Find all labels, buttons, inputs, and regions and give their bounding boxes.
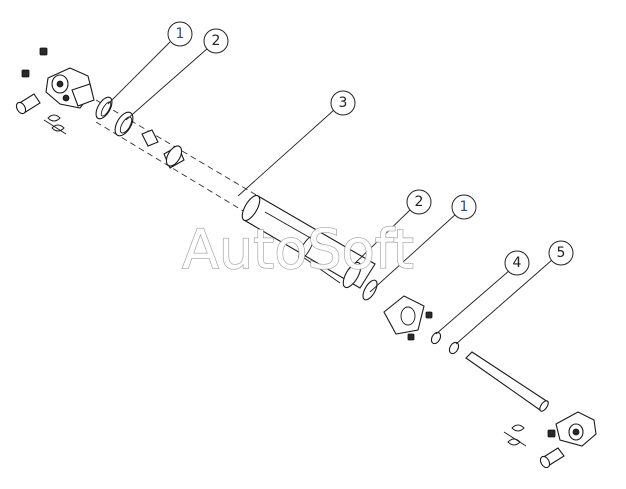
callout-label: 1 [460,199,469,215]
callout-label: 3 [339,95,348,111]
callout-3: 3 [330,90,356,116]
piston-rod [465,351,549,412]
rod-washers [430,331,460,355]
bottom-clevis-assembly [503,411,597,469]
callout-label: 5 [557,245,566,261]
callout-4: 4 [504,250,530,276]
callout-label: 4 [513,255,522,271]
callout-1-bottom: 1 [451,194,477,220]
piston-parts [141,129,185,169]
lower-end-cap [362,279,433,341]
callout-2-top: 2 [203,28,229,54]
leader-lines [107,41,553,345]
callout-label: 1 [176,26,185,42]
callout-label: 2 [212,33,221,49]
top-seal-rings [95,96,134,137]
callout-1-top: 1 [167,21,193,47]
callout-2-bottom: 2 [406,189,432,215]
callout-label: 2 [415,194,424,210]
top-clevis-assembly [15,47,95,135]
watermark-text: AutoSoft [182,218,414,281]
callout-5: 5 [548,240,574,266]
cylinder-tube [241,194,376,289]
